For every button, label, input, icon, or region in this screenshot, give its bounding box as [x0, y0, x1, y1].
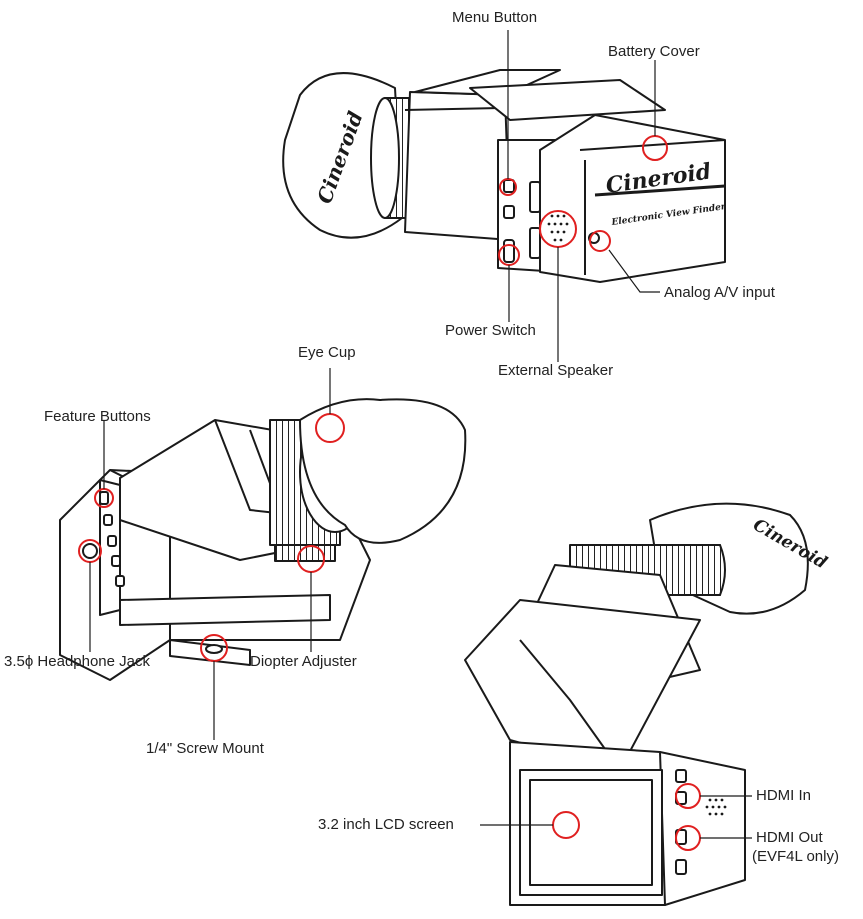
label-eye-cup: Eye Cup	[298, 344, 356, 361]
label-headphone-jack: 3.5ϕ Headphone Jack	[4, 653, 151, 670]
label-lcd-screen: 3.2 inch LCD screen	[318, 816, 454, 833]
speaker-grille-right	[705, 798, 727, 816]
label-diopter-adjuster: Diopter Adjuster	[250, 653, 357, 670]
label-power-switch: Power Switch	[445, 322, 536, 339]
callout-analog-av	[589, 230, 611, 252]
speaker-grille-top	[547, 214, 569, 242]
body-top	[539, 114, 726, 283]
top-rail	[469, 79, 666, 121]
evf-left-view	[59, 398, 467, 681]
leader-lines	[89, 30, 752, 839]
base-plate-left	[119, 594, 331, 626]
label-battery-cover: Battery Cover	[608, 43, 700, 60]
label-feature-buttons: Feature Buttons	[44, 408, 151, 425]
label-hdmi-in: HDMI In	[756, 787, 812, 804]
lcd-screen	[529, 779, 653, 886]
label-analog-av-input: Analog A/V input	[664, 284, 775, 301]
label-hdmi-out-note: (EVF4L only)	[752, 848, 839, 865]
label-menu-button: Menu Button	[452, 9, 538, 26]
evf-right-view	[464, 502, 809, 906]
label-screw-mount: 1/4" Screw Mount	[146, 740, 264, 757]
hood-top	[404, 91, 511, 241]
evf-top-view	[282, 69, 726, 283]
label-external-speaker: External Speaker	[498, 362, 614, 379]
eye-cup-top	[282, 72, 403, 239]
hood-flap-right	[464, 599, 701, 771]
label-hdmi-out: HDMI Out	[756, 829, 823, 846]
